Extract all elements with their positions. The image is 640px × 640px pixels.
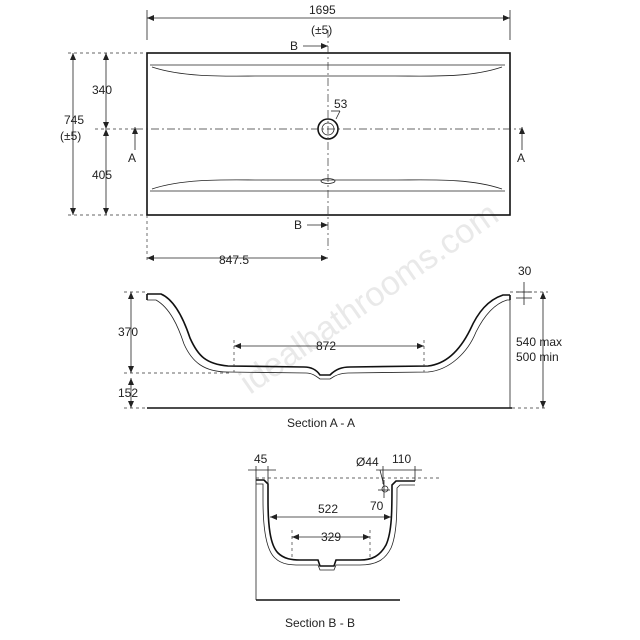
section-a-shell — [147, 293, 510, 376]
section-a-caption: Section A - A — [287, 416, 355, 430]
plan-view: A A B B 1695 (±5) 53 745 (±5) 340 405 84 — [60, 3, 525, 267]
lower-rim-curve — [150, 179, 505, 192]
section-b-shell-inner — [256, 483, 415, 571]
length-value: 1695 — [309, 3, 336, 17]
width-tolerance: (±5) — [60, 129, 81, 143]
base-value: 152 — [118, 386, 138, 400]
height-max-value: 540 max — [516, 335, 562, 349]
waste-position-value: 847.5 — [219, 253, 249, 267]
depth-value: 370 — [118, 325, 138, 339]
upper-rim-curve — [150, 64, 505, 77]
lower-offset-value: 405 — [92, 168, 112, 182]
overflow-diameter-value: Ø44 — [356, 455, 379, 469]
section-b-b: 45 Ø44 110 70 522 329 Section B - B — [248, 452, 440, 630]
section-a-label-left: A — [128, 151, 136, 165]
overflow-offset-value: 110 — [392, 452, 411, 466]
section-b-label-top: B — [290, 39, 298, 53]
watermark: idealbathrooms.com — [233, 195, 506, 402]
section-a-label-right: A — [517, 151, 525, 165]
waste-diameter-value: 53 — [334, 97, 348, 111]
section-a-shell-inner — [147, 299, 510, 380]
section-b-caption: Section B - B — [285, 616, 355, 630]
section-b-shell — [256, 479, 415, 567]
bath-outline — [146, 52, 511, 216]
upper-offset-value: 340 — [92, 83, 112, 97]
overflow-height-value: 70 — [370, 499, 384, 513]
height-min-value: 500 min — [516, 350, 559, 364]
overflow-hole — [381, 485, 389, 493]
section-a-a: 370 152 872 30 540 max 500 min Section A… — [118, 264, 562, 430]
waste-diameter-leader-tail — [335, 110, 341, 120]
inner-width-value: 522 — [318, 502, 338, 516]
rim-width-value: 45 — [254, 452, 268, 466]
floor-width-value: 329 — [321, 530, 341, 544]
rim-value: 30 — [518, 264, 532, 278]
width-value: 745 — [64, 113, 84, 127]
floor-length-value: 872 — [316, 339, 336, 353]
section-b-label-bottom: B — [294, 218, 302, 232]
length-tolerance: (±5) — [311, 23, 332, 37]
